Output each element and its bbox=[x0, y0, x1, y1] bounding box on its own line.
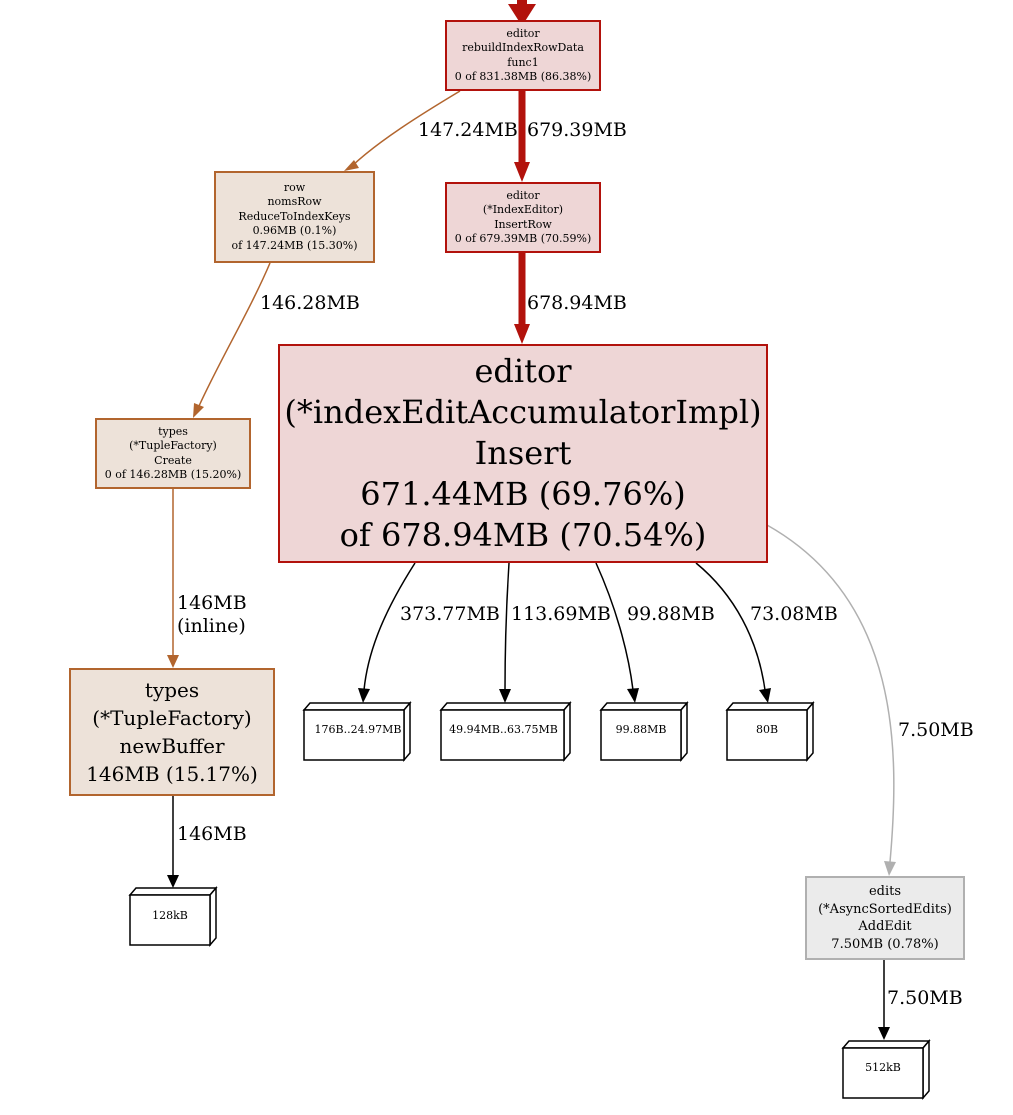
node-line: edits bbox=[868, 884, 902, 899]
node-line: func1 bbox=[507, 55, 539, 69]
box-5-shape bbox=[128, 885, 218, 948]
node-line: (*indexEditAccumulatorImpl) bbox=[284, 393, 762, 431]
node-line: ReduceToIndexKeys bbox=[238, 209, 351, 223]
node-tuple-factory-new-buffer[interactable]: types (*TupleFactory) newBuffer 146MB (1… bbox=[69, 668, 275, 796]
edge-insertrow-to-insert bbox=[514, 253, 530, 344]
node-line: AddEdit bbox=[858, 919, 912, 934]
edge-label-rebuild-reduce: 147.24MB bbox=[418, 119, 518, 141]
node-line: Insert bbox=[474, 434, 572, 472]
node-line: 0 of 831.38MB (86.38%) bbox=[454, 70, 592, 83]
incoming-edge bbox=[508, 0, 536, 26]
node-line: newBuffer bbox=[119, 734, 225, 758]
node-index-editor-insert-row[interactable]: editor (*IndexEditor) InsertRow 0 of 679… bbox=[445, 182, 601, 253]
node-tuple-factory-create[interactable]: types (*TupleFactory) Create 0 of 146.28… bbox=[95, 418, 251, 489]
edge-label-insert-box3: 99.88MB bbox=[627, 603, 715, 625]
node-line: (*AsyncSortedEdits) bbox=[818, 901, 952, 917]
edge-label-insert-addedit: 7.50MB bbox=[898, 719, 974, 741]
edge-rebuild-to-reduce bbox=[344, 90, 461, 171]
node-line: editor bbox=[506, 26, 540, 40]
edge-label-create-newbuffer: 146MB (inline) bbox=[177, 592, 247, 638]
edge-insert-to-box1 bbox=[358, 562, 416, 703]
edge-create-to-newbuffer bbox=[167, 489, 179, 668]
box-1-shape bbox=[302, 700, 412, 763]
node-line: of 147.24MB (15.30%) bbox=[231, 238, 358, 252]
edge-label-rebuild-insertrow: 679.39MB bbox=[527, 119, 627, 141]
node-line: row bbox=[283, 180, 306, 194]
edge-insert-to-box2 bbox=[499, 562, 511, 703]
edge-label-insert-box4: 73.08MB bbox=[750, 603, 838, 625]
node-line: 7.50MB (0.78%) bbox=[831, 936, 939, 952]
node-line: (*IndexEditor) bbox=[482, 203, 564, 216]
edge-label-addedit-box: 7.50MB bbox=[887, 987, 963, 1009]
box-6-shape bbox=[841, 1038, 931, 1101]
edge-label-line: (inline) bbox=[177, 615, 246, 637]
node-line: Create bbox=[154, 453, 192, 467]
node-line: types bbox=[158, 424, 188, 438]
node-line: editor bbox=[474, 352, 572, 390]
box-label-4: 80B bbox=[755, 723, 779, 736]
node-line: rebuildIndexRowData bbox=[462, 41, 584, 54]
node-line: 146MB (15.17%) bbox=[86, 762, 258, 786]
node-line: types bbox=[144, 678, 200, 702]
edge-insert-to-addedit bbox=[766, 524, 896, 876]
edge-label-insert-box2: 113.69MB bbox=[511, 603, 611, 625]
edge-insert-to-box3 bbox=[595, 562, 639, 703]
edge-label-line: 146MB bbox=[177, 592, 247, 614]
node-line: 0.96MB (0.1%) bbox=[252, 224, 337, 238]
box-label-2: 49.94MB..63.75MB bbox=[449, 723, 558, 736]
edge-rebuild-to-insertrow bbox=[514, 91, 530, 182]
edge-addedit-to-box bbox=[878, 960, 890, 1040]
node-line: nomsRow bbox=[267, 195, 322, 209]
edge-label-newbuffer-box: 146MB bbox=[177, 823, 247, 845]
box-label-5: 128kB bbox=[152, 909, 188, 922]
node-line: editor bbox=[506, 188, 540, 202]
edge-label-insertrow-insert: 678.94MB bbox=[527, 292, 627, 314]
node-line: (*TupleFactory) bbox=[92, 706, 252, 730]
node-line: 0 of 146.28MB (15.20%) bbox=[104, 468, 242, 481]
box-label-1: 176B..24.97MB bbox=[314, 723, 402, 736]
edge-insert-to-box4 bbox=[695, 562, 771, 703]
node-line: (*TupleFactory) bbox=[129, 439, 217, 452]
node-line: 671.44MB (69.76%) bbox=[360, 475, 686, 513]
node-rebuild-index-row-data[interactable]: editor rebuildIndexRowData func1 0 of 83… bbox=[445, 20, 601, 91]
edge-label-reduce-create: 146.28MB bbox=[260, 292, 360, 314]
box-label-3: 99.88MB bbox=[615, 723, 667, 736]
node-line: of 678.94MB (70.54%) bbox=[339, 516, 707, 554]
box-4-shape bbox=[725, 700, 815, 763]
node-index-edit-accumulator-insert[interactable]: editor (*indexEditAccumulatorImpl) Inser… bbox=[278, 344, 768, 563]
edge-newbuffer-to-box bbox=[167, 796, 179, 888]
edge-reduce-to-create bbox=[193, 262, 271, 418]
edge-label-insert-box1: 373.77MB bbox=[400, 603, 500, 625]
node-line: 0 of 679.39MB (70.59%) bbox=[454, 232, 592, 245]
box-label-6: 512kB bbox=[865, 1061, 901, 1074]
node-reduce-to-index-keys[interactable]: row nomsRow ReduceToIndexKeys 0.96MB (0.… bbox=[214, 171, 375, 263]
box-2-shape bbox=[439, 700, 572, 763]
box-3-shape bbox=[599, 700, 689, 763]
node-async-sorted-edits-add-edit[interactable]: edits (*AsyncSortedEdits) AddEdit 7.50MB… bbox=[805, 876, 965, 960]
node-line: InsertRow bbox=[494, 217, 552, 231]
